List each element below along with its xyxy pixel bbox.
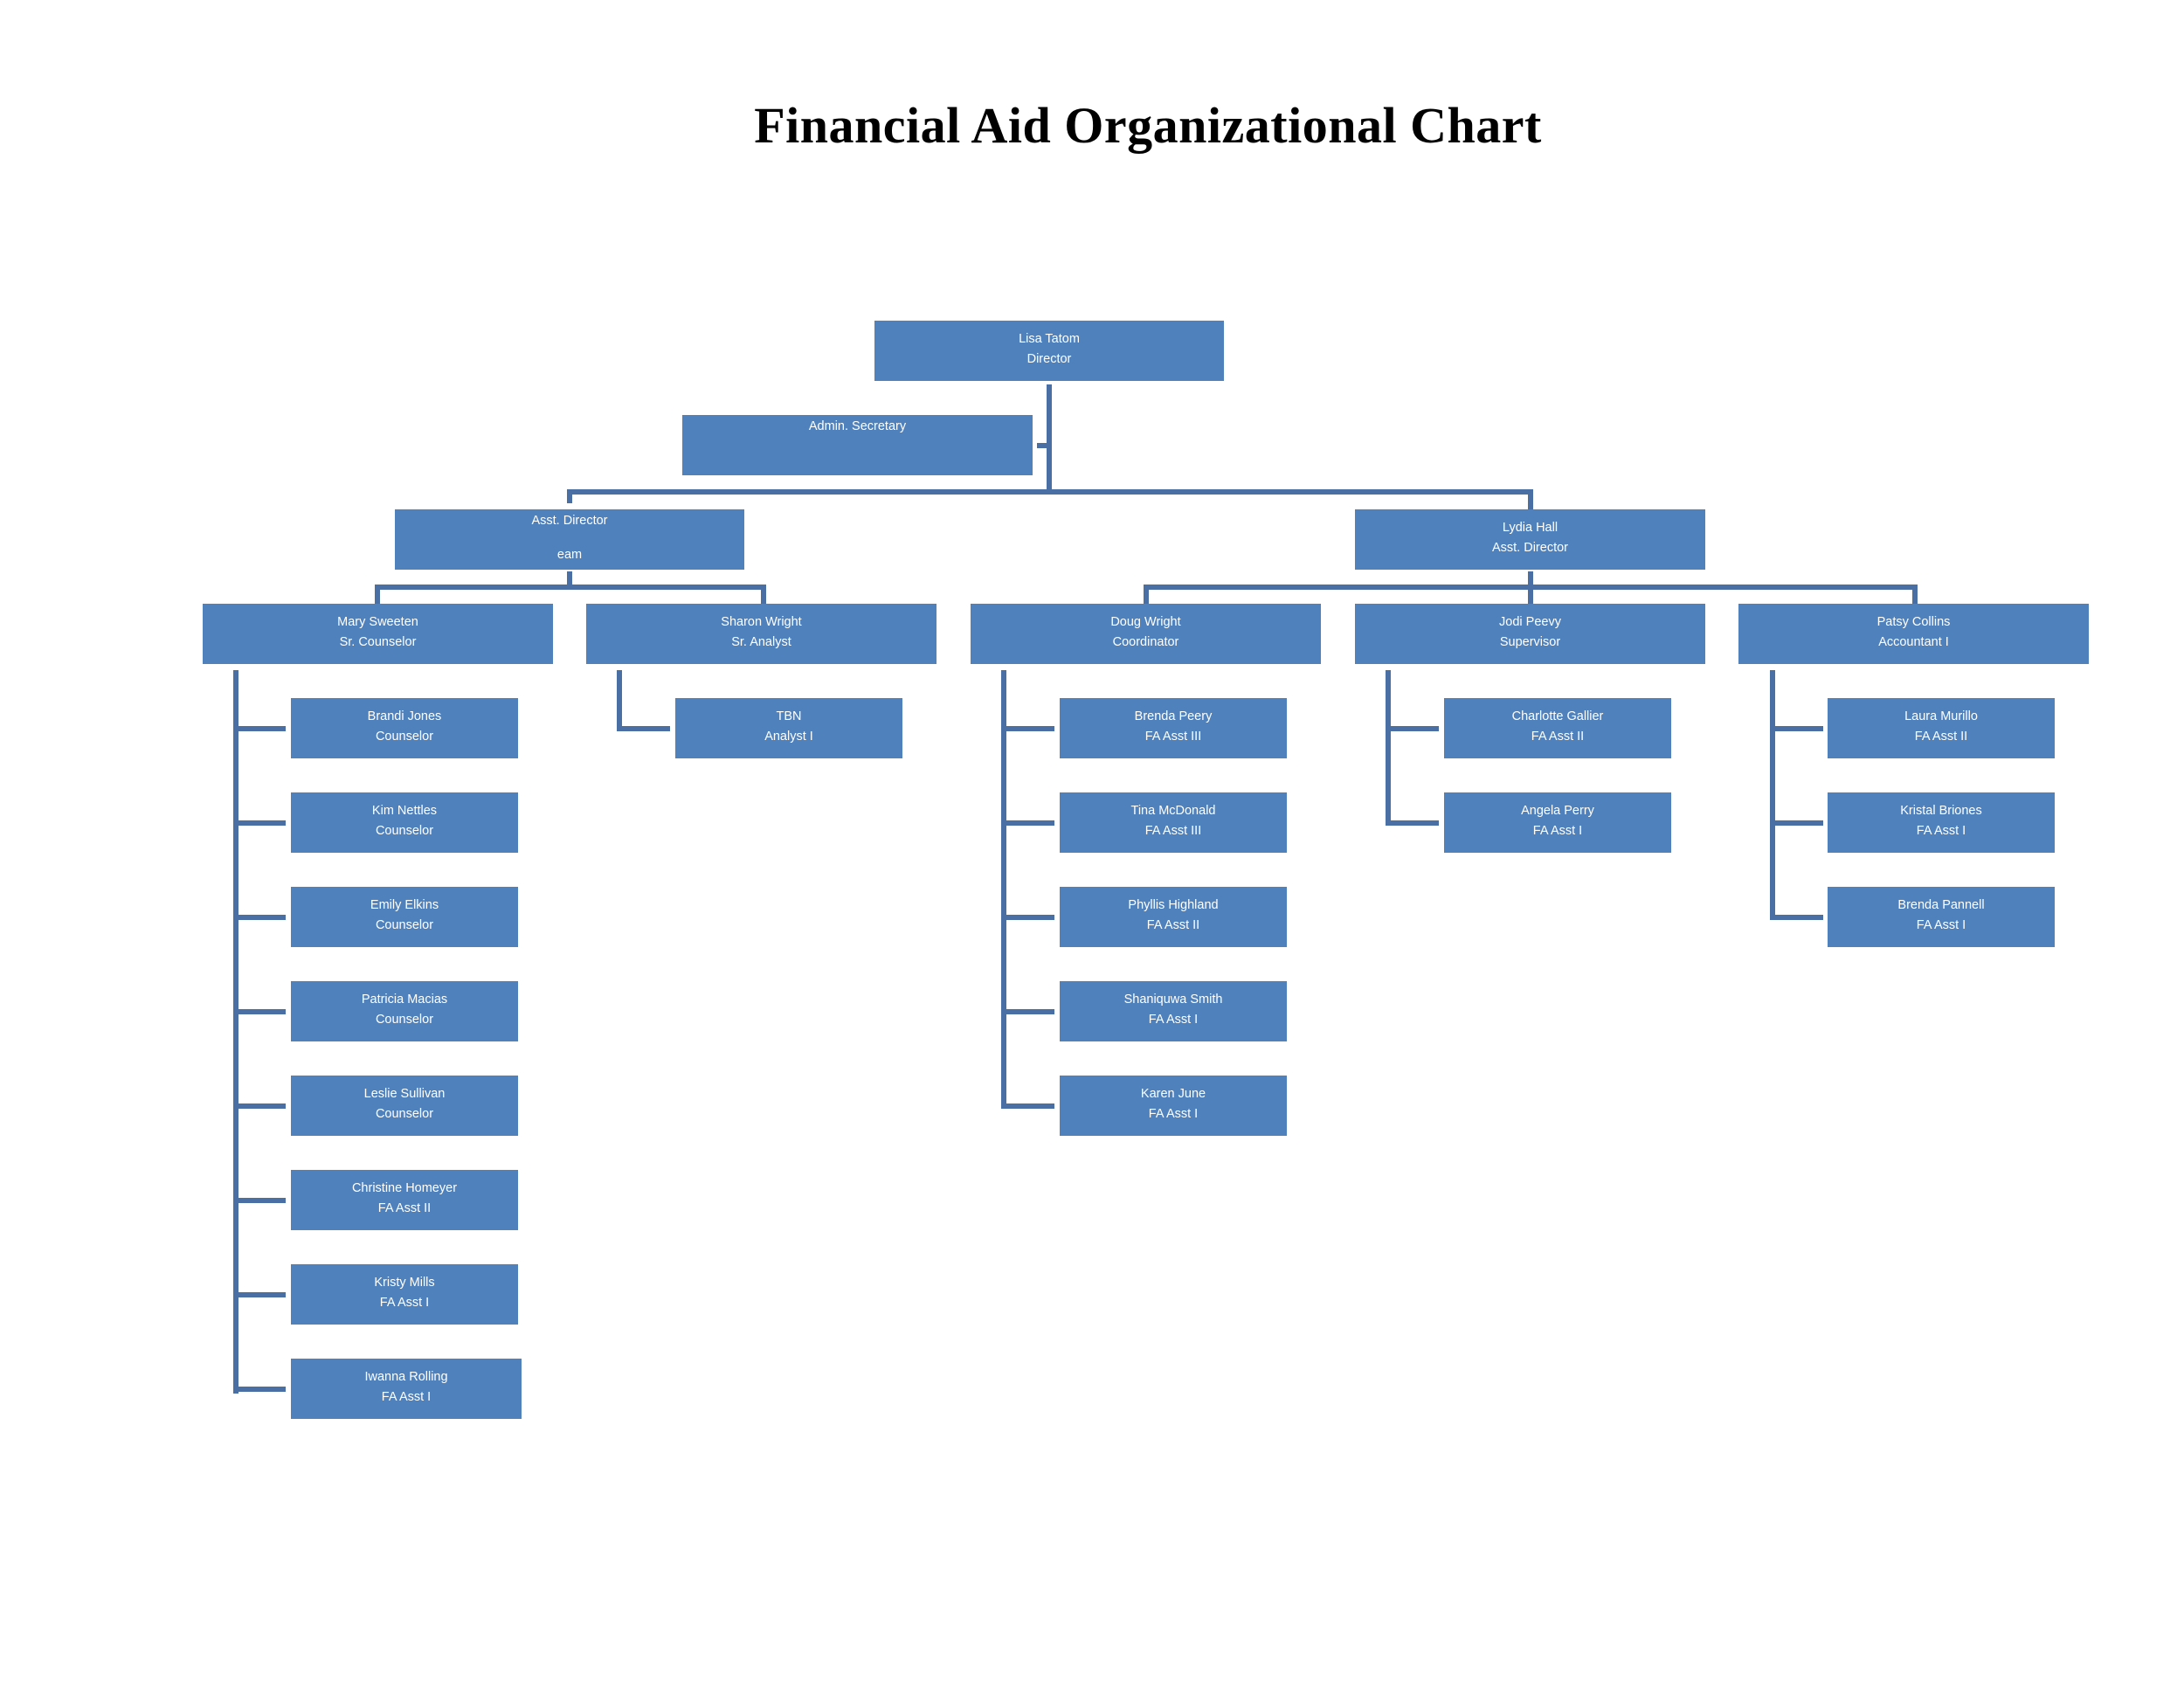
node-name: Patsy Collins [1876, 615, 1951, 629]
node-name: Phyllis Highland [1128, 898, 1219, 912]
node-name: Patricia Macias [361, 993, 448, 1007]
node-name: Brenda Pannell [1897, 898, 1985, 912]
node-staff-brenda-peery: Brenda Peery FA Asst III [1060, 698, 1287, 758]
node-name: Kim Nettles [371, 804, 438, 818]
node-name: TBN [776, 709, 802, 723]
node-staff-shaniquwa-smith: Shaniquwa Smith FA Asst I [1060, 981, 1287, 1041]
node-staff-iwanna-rolling: Iwanna Rolling FA Asst I [291, 1359, 522, 1419]
node-staff-patricia-macias: Patricia Macias Counselor [291, 981, 518, 1041]
node-name: Lisa Tatom [1019, 332, 1080, 346]
node-staff-angela-perry: Angela Perry FA Asst I [1444, 792, 1671, 853]
node-name: Laura Murillo [1904, 709, 1978, 723]
node-name: Brenda Peery [1134, 709, 1213, 723]
node-name: Charlotte Gallier [1511, 709, 1604, 723]
node-name: Karen June [1140, 1087, 1206, 1101]
node-name: Jodi Peevy [1499, 615, 1561, 629]
node-name: Kristy Mills [374, 1276, 435, 1290]
node-role: FA Asst I [381, 1390, 432, 1404]
node-role: Sr. Counselor [339, 635, 417, 649]
node-role: Asst. Director [1491, 541, 1568, 555]
node-name: Tina McDonald [1130, 804, 1216, 818]
node-staff-charlotte-gallier: Charlotte Gallier FA Asst II [1444, 698, 1671, 758]
node-name: Iwanna Rolling [364, 1370, 448, 1384]
node-role: FA Asst II [377, 1201, 432, 1215]
node-role: Counselor [375, 824, 434, 838]
node-asst-director-right: Lydia Hall Asst. Director [1355, 509, 1705, 570]
node-admin-secretary: Admin. Secretary [682, 415, 1033, 475]
node-name: Sharon Wright [721, 615, 802, 629]
node-name-partial: eam [556, 548, 583, 562]
node-name: Brandi Jones [367, 709, 442, 723]
node-role: Admin. Secretary [808, 419, 907, 433]
node-role: Counselor [375, 1107, 434, 1121]
node-role: FA Asst II [1531, 730, 1585, 744]
node-asst-director-left: Asst. Director eam [395, 509, 744, 570]
node-role: Analyst I [764, 730, 813, 744]
node-role: FA Asst I [1148, 1013, 1199, 1027]
node-staff-emily-elkins: Emily Elkins Counselor [291, 887, 518, 947]
node-role: Asst. Director [531, 514, 608, 528]
node-staff-leslie-sullivan: Leslie Sullivan Counselor [291, 1076, 518, 1136]
node-name: Kristal Briones [1900, 804, 1982, 818]
node-director: Lisa Tatom Director [874, 321, 1224, 381]
node-role: FA Asst III [1144, 730, 1202, 744]
node-role: FA Asst II [1914, 730, 1968, 744]
node-name-clipped [682, 406, 1033, 417]
node-staff-kristal-briones: Kristal Briones FA Asst I [1828, 792, 2055, 853]
node-role: FA Asst I [1916, 918, 1966, 932]
node-staff-kristy-mills: Kristy Mills FA Asst I [291, 1264, 518, 1325]
node-staff-phyllis-highland: Phyllis Highland FA Asst II [1060, 887, 1287, 947]
node-manager-patsy-collins: Patsy Collins Accountant I [1738, 604, 2089, 664]
node-manager-mary-sweeten: Mary Sweeten Sr. Counselor [203, 604, 553, 664]
node-role: Director [1026, 352, 1072, 366]
node-role: Accountant I [1878, 635, 1949, 649]
node-manager-jodi-peevy: Jodi Peevy Supervisor [1355, 604, 1705, 664]
node-name: Shaniquwa Smith [1123, 993, 1223, 1007]
node-role: Sr. Analyst [731, 635, 791, 649]
node-manager-doug-wright: Doug Wright Coordinator [971, 604, 1321, 664]
node-name: Mary Sweeten [337, 615, 418, 629]
node-role: FA Asst I [1532, 824, 1583, 838]
node-staff-kim-nettles: Kim Nettles Counselor [291, 792, 518, 853]
node-staff-brandi-jones: Brandi Jones Counselor [291, 698, 518, 758]
node-manager-sharon-wright: Sharon Wright Sr. Analyst [586, 604, 936, 664]
node-staff-christine-homeyer: Christine Homeyer FA Asst II [291, 1170, 518, 1230]
node-role: Coordinator [1112, 635, 1179, 649]
node-role: FA Asst I [1148, 1107, 1199, 1121]
node-staff-tina-mcdonald: Tina McDonald FA Asst III [1060, 792, 1287, 853]
node-role: Counselor [375, 730, 434, 744]
node-staff-laura-murillo: Laura Murillo FA Asst II [1828, 698, 2055, 758]
node-staff-karen-june: Karen June FA Asst I [1060, 1076, 1287, 1136]
node-role: FA Asst III [1144, 824, 1202, 838]
node-name: Angela Perry [1521, 804, 1594, 818]
chart-title: Financial Aid Organizational Chart [754, 97, 1542, 154]
node-staff-brenda-pannell: Brenda Pannell FA Asst I [1828, 887, 2055, 947]
node-name: Emily Elkins [370, 898, 439, 912]
node-role: FA Asst I [379, 1296, 430, 1310]
node-role: Counselor [375, 1013, 434, 1027]
node-role: Supervisor [1499, 635, 1561, 649]
node-name: Christine Homeyer [351, 1181, 458, 1195]
node-role: Counselor [375, 918, 434, 932]
node-name: Leslie Sullivan [363, 1087, 446, 1101]
node-role: FA Asst II [1146, 918, 1200, 932]
node-name: Lydia Hall [1502, 521, 1559, 535]
node-staff-tbn: TBN Analyst I [675, 698, 902, 758]
node-name: Doug Wright [1110, 615, 1181, 629]
node-role: FA Asst I [1916, 824, 1966, 838]
